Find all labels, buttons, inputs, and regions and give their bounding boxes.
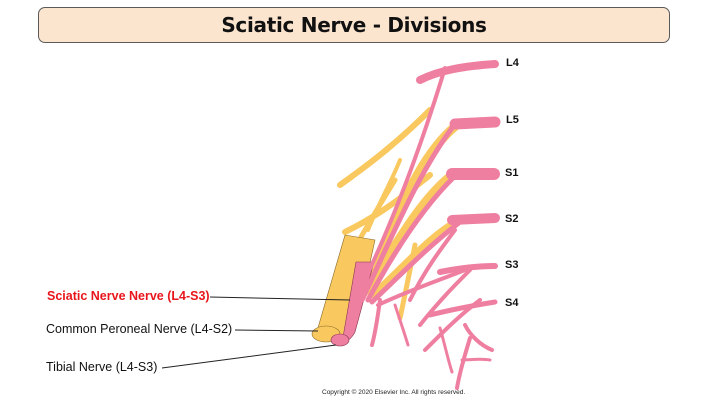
root-label-s2: S2: [505, 213, 519, 225]
tibial-branch-7: [438, 326, 454, 374]
tibial-leader: [161, 344, 337, 369]
tibial-division-fibers: [353, 60, 501, 390]
peroneal-branch-2: [342, 172, 433, 235]
tibial-branch-2: [418, 268, 472, 327]
tibial-fiber-s2: [369, 219, 463, 305]
root-label-s3: S3: [505, 259, 519, 271]
peroneal-fiber-s2: [369, 217, 461, 298]
peroneal-leader: [234, 329, 319, 332]
sciatic-leader: [209, 296, 351, 301]
root-label-l5: L5: [506, 114, 519, 126]
tibial-fiber-s1: [365, 173, 458, 303]
sciatic-nerve-label: Sciatic Nerve Nerve (L4-S3): [47, 289, 210, 303]
tibial-branch-3: [423, 298, 482, 352]
tibial-fiber-l4: [353, 66, 447, 302]
root-l4: [416, 60, 499, 84]
copyright-notice: Copyright © 2020 Elsevier Inc. All right…: [322, 389, 466, 396]
peroneal-division-fibers: [337, 107, 463, 321]
tibial-fiber-l5: [359, 121, 458, 303]
root-label-s1: S1: [505, 167, 519, 179]
tibial-branch-9: [393, 303, 410, 347]
root-l5: [449, 116, 501, 130]
root-s2: [447, 213, 500, 225]
title-banner: Sciatic Nerve - Divisions: [38, 7, 670, 43]
common-peroneal-label: Common Peroneal Nerve (L4-S2): [46, 322, 233, 336]
peroneal-branch-5: [366, 158, 402, 232]
peroneal-branch-4: [397, 242, 418, 321]
tibial-branch-8: [370, 298, 382, 347]
tibial-fiber-s3: [376, 266, 472, 307]
tibial-nerve-label: Tibial Nerve (L4-S3): [46, 360, 158, 374]
tibial-branch-6: [460, 357, 492, 362]
root-label-l4: L4: [506, 57, 519, 69]
root-label-s4: S4: [505, 297, 519, 309]
tibial-branch-4: [463, 323, 494, 352]
trunk: [311, 234, 376, 347]
root-s4: [427, 299, 498, 318]
leader-lines: [161, 296, 351, 369]
peroneal-branch-1: [337, 107, 433, 188]
tibial-branch-5: [455, 336, 472, 390]
page-title: Sciatic Nerve - Divisions: [221, 13, 487, 37]
tibial-branch-1: [408, 228, 457, 302]
tibial-cross-section: [330, 333, 350, 347]
